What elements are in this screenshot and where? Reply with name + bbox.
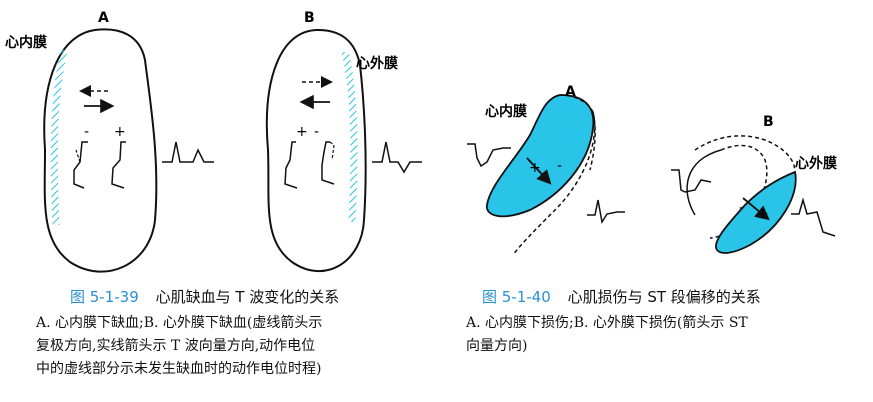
endo-label: 心内膜 bbox=[5, 34, 47, 51]
figure-5-1-40: A 心内膜 + - B 心外膜 - + bbox=[445, 0, 873, 290]
caption-left-desc: A. 心内膜下缺血;B. 心外膜下缺血(虚线箭头示 复极方向,实线箭头示 T 波… bbox=[36, 312, 322, 381]
caption-left-line: 复极方向,实线箭头示 T 波向量方向,动作电位 bbox=[36, 338, 316, 354]
caption-left-text: 心肌缺血与 T 波变化的关系 bbox=[155, 288, 340, 306]
caption-right-title: 图 5-1-40 心肌损伤与 ST 段偏移的关系 bbox=[482, 286, 761, 307]
sign-minus-b-right: - bbox=[739, 200, 744, 216]
caption-right-line: A. 心内膜下损伤;B. 心外膜下损伤(箭头示 ST bbox=[466, 315, 748, 331]
epi-label-right: 心外膜 bbox=[795, 155, 837, 172]
caption-right-line: 向量方向) bbox=[466, 338, 528, 354]
injury-diagram: A 心内膜 + - B 心外膜 - + bbox=[467, 84, 837, 256]
heart-a-label: A bbox=[98, 10, 109, 26]
caption-left-number: 图 5-1-39 bbox=[70, 288, 139, 306]
ecg-tall-t-wave bbox=[162, 141, 214, 163]
sign-plus: + bbox=[114, 124, 126, 140]
sign-plus-a: + bbox=[529, 160, 541, 176]
panel-a-label: A bbox=[565, 84, 576, 100]
sign-plus-b: + bbox=[296, 124, 308, 140]
panel-b-label: B bbox=[763, 114, 774, 130]
caption-right-number: 图 5-1-40 bbox=[482, 288, 551, 306]
heart-b bbox=[265, 28, 367, 273]
caption-left-line: A. 心内膜下缺血;B. 心外膜下缺血(虚线箭头示 bbox=[36, 315, 323, 331]
caption-right-text: 心肌损伤与 ST 段偏移的关系 bbox=[567, 288, 761, 306]
heart-a bbox=[43, 28, 158, 273]
caption-right-desc: A. 心内膜下损伤;B. 心外膜下损伤(箭头示 ST 向量方向) bbox=[466, 312, 748, 358]
endo-label-right: 心内膜 bbox=[485, 103, 527, 120]
caption-left-line: 中的虚线部分示未发生缺血时的动作电位时程) bbox=[36, 361, 322, 377]
sign-minus: - bbox=[84, 124, 89, 140]
ischemia-diagram: A 心内膜 - + B 心外膜 + - bbox=[5, 10, 422, 273]
panel-a bbox=[467, 94, 625, 256]
sign-plus-b-right: + bbox=[757, 206, 769, 222]
sign-minus-b: - bbox=[314, 124, 319, 140]
epi-label: 心外膜 bbox=[356, 55, 398, 72]
sign-minus-a: - bbox=[557, 158, 562, 174]
caption-left-title: 图 5-1-39 心肌缺血与 T 波变化的关系 bbox=[70, 286, 339, 307]
ecg-inverted-t-wave bbox=[372, 141, 422, 174]
heart-b-label: B bbox=[304, 10, 315, 26]
panel-b bbox=[671, 135, 836, 254]
figure-5-1-39: A 心内膜 - + B 心外膜 + - bbox=[0, 0, 440, 290]
